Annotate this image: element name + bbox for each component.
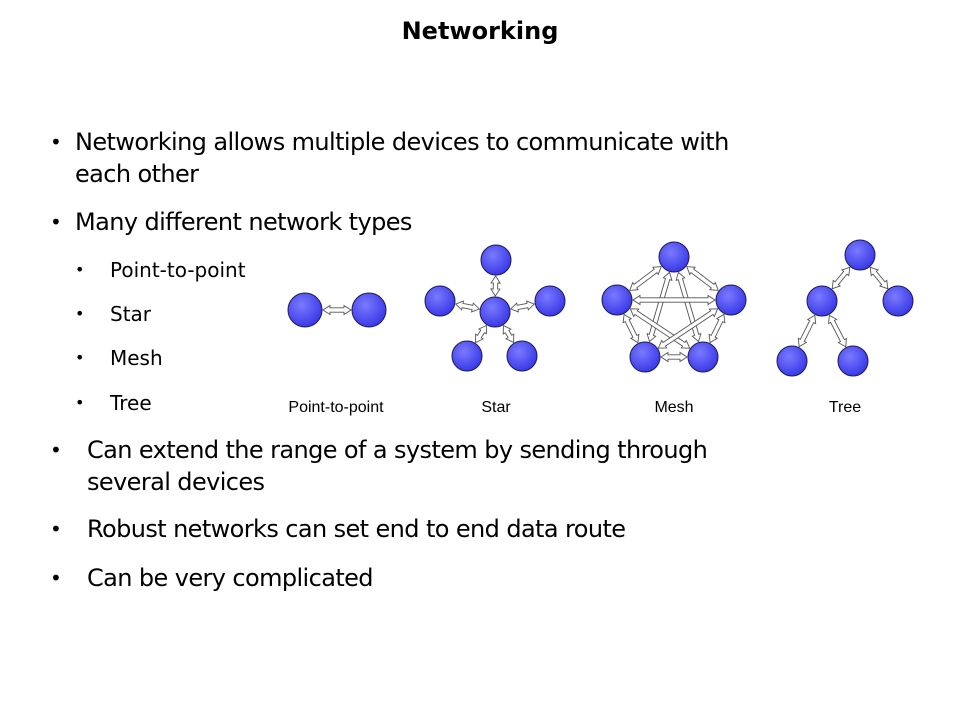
diagram-label-mesh: Mesh bbox=[654, 399, 694, 416]
tree-link-arrow bbox=[797, 314, 817, 348]
star-node bbox=[506, 340, 538, 372]
sub-bullet-tree: • Tree bbox=[75, 390, 152, 416]
star-link-arrow bbox=[509, 300, 536, 313]
mesh-link-arrow bbox=[675, 271, 702, 343]
tree-node bbox=[882, 285, 914, 317]
tree-link-arrow bbox=[828, 314, 847, 348]
mesh-node bbox=[629, 341, 661, 373]
mesh-node bbox=[687, 341, 719, 373]
bullet-line: Can be very complicated bbox=[87, 564, 374, 592]
sub-bullet-text: Star bbox=[110, 302, 152, 326]
mesh-link-arrow bbox=[657, 308, 719, 349]
bullet-dot: • bbox=[75, 260, 85, 279]
bullet-line: several devices bbox=[87, 468, 265, 496]
mesh-link-arrow bbox=[632, 294, 716, 306]
slide-title: Networking bbox=[401, 17, 559, 45]
bullet-network-types: • Many different network types bbox=[50, 206, 412, 238]
star-node bbox=[424, 285, 456, 317]
bullet-line: Networking allows multiple devices to co… bbox=[75, 128, 729, 156]
sub-bullet-text: Mesh bbox=[110, 346, 163, 370]
bullet-dot: • bbox=[75, 348, 85, 367]
sub-bullet-mesh: • Mesh bbox=[75, 345, 163, 371]
tree-link-arrow bbox=[869, 266, 889, 290]
bullet-dot: • bbox=[75, 304, 85, 323]
bullet-dot: • bbox=[50, 130, 62, 154]
bullet-line: each other bbox=[75, 160, 199, 188]
point-to-point-node bbox=[287, 292, 323, 328]
sub-bullet-star: • Star bbox=[75, 301, 151, 327]
sub-bullet-point-to-point: • Point-to-point bbox=[75, 257, 246, 283]
tree-link-arrow bbox=[831, 266, 851, 290]
bullet-dot: • bbox=[50, 517, 62, 541]
star-node bbox=[479, 296, 511, 328]
tree-node bbox=[837, 345, 869, 377]
tree-node bbox=[776, 345, 808, 377]
bullet-networking-allows: • Networking allows multiple devices to … bbox=[50, 126, 729, 190]
tree-node bbox=[844, 239, 876, 271]
mesh-link-arrow bbox=[629, 266, 662, 291]
bullet-line: Robust networks can set end to end data … bbox=[87, 515, 626, 543]
star-node bbox=[534, 285, 566, 317]
star-link-arrow bbox=[502, 324, 515, 344]
mesh-link-arrow bbox=[708, 313, 726, 344]
mesh-node bbox=[658, 241, 690, 273]
mesh-link-arrow bbox=[686, 266, 719, 291]
bullet-extend-range: • Can extend the range of a system by se… bbox=[50, 434, 708, 498]
bullet-dot: • bbox=[50, 566, 62, 590]
mesh-link-arrow bbox=[622, 313, 640, 344]
star-node bbox=[451, 340, 483, 372]
bullet-line: Can extend the range of a system by send… bbox=[87, 436, 708, 464]
point-to-point-node bbox=[351, 292, 387, 328]
mesh-node bbox=[601, 284, 633, 316]
tree-node bbox=[806, 285, 838, 317]
mesh-link-arrow bbox=[660, 351, 688, 363]
mesh-link-arrow bbox=[646, 271, 673, 343]
star-node bbox=[480, 244, 512, 276]
star-link-arrow bbox=[454, 300, 481, 313]
bullet-line: Many different network types bbox=[75, 208, 412, 236]
sub-bullet-text: Point-to-point bbox=[110, 258, 246, 282]
sub-bullet-text: Tree bbox=[110, 391, 152, 415]
star-link-arrow bbox=[475, 324, 487, 344]
bullet-robust-networks: • Robust networks can set end to end dat… bbox=[50, 513, 626, 545]
mesh-node bbox=[715, 284, 747, 316]
bullet-dot: • bbox=[50, 438, 62, 462]
mesh-link-arrow bbox=[629, 308, 691, 349]
point-to-point-link-arrow bbox=[322, 304, 352, 316]
bullet-dot: • bbox=[75, 393, 85, 412]
bullet-complicated: • Can be very complicated bbox=[50, 562, 374, 594]
diagram-label-tree: Tree bbox=[828, 399, 862, 416]
bullet-dot: • bbox=[50, 210, 62, 234]
star-link-arrow bbox=[490, 275, 501, 297]
diagram-label-star: Star bbox=[481, 399, 511, 416]
diagram-label-point-to-point: Point-to-point bbox=[288, 399, 384, 416]
